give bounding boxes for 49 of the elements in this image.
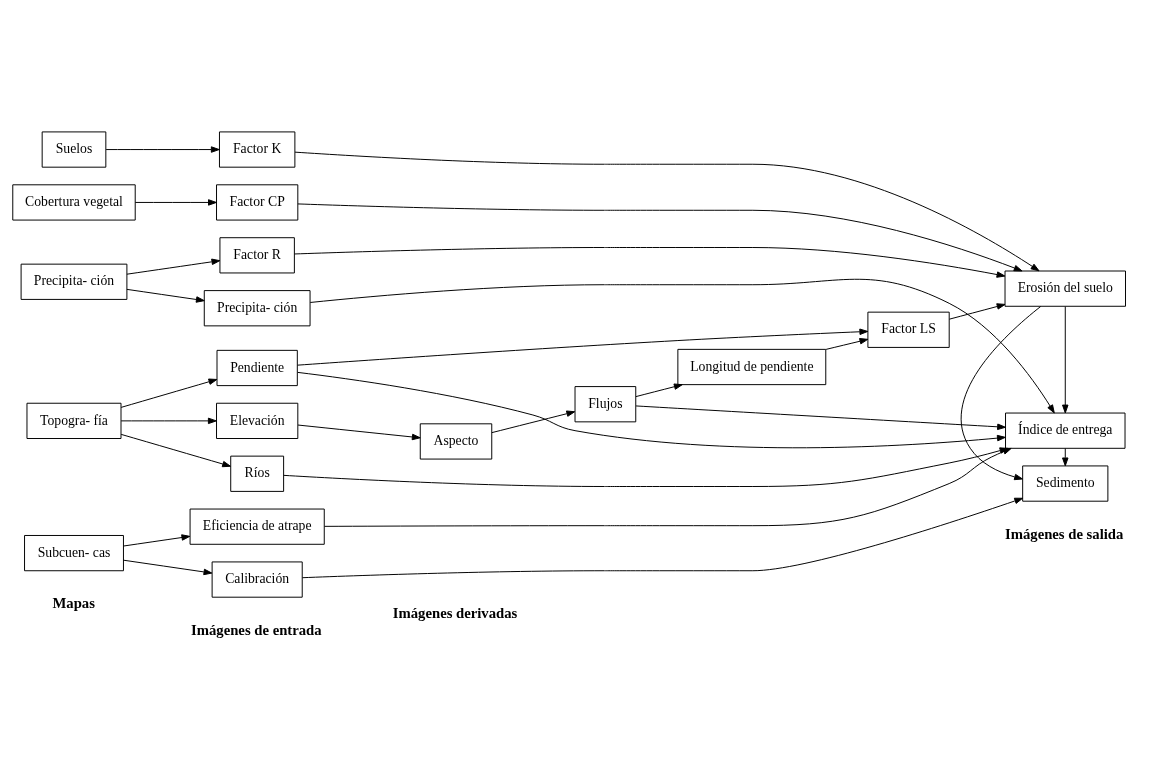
label: Imágenes de entrada xyxy=(191,621,322,638)
arrow xyxy=(297,371,1006,448)
node-box: Topogra- fía xyxy=(26,402,122,439)
node-box: Cobertura vegetal xyxy=(12,183,136,221)
label: Mapas xyxy=(52,594,95,611)
node-box: Erosión del suelo xyxy=(1004,270,1126,307)
node-box: Elevación xyxy=(216,402,299,439)
node-box: Calibración xyxy=(211,560,303,598)
arrow xyxy=(297,328,869,366)
arrow xyxy=(294,246,1006,278)
node-box: Factor K xyxy=(218,130,296,168)
arrow xyxy=(126,288,205,303)
arrow xyxy=(948,302,1006,320)
node-box: Aspecto xyxy=(419,422,493,460)
node-box: Suelos xyxy=(41,130,107,168)
arrow xyxy=(126,258,221,275)
node-box: Eficiencia de atrape xyxy=(189,508,325,545)
label: Imágenes de salida xyxy=(1005,525,1124,542)
node-box: Longitud de pendiente xyxy=(677,348,827,385)
arrow xyxy=(134,198,217,206)
node-box: Precipita- ción xyxy=(20,263,128,300)
arrow xyxy=(120,378,218,408)
arrow xyxy=(960,305,1042,480)
arrow xyxy=(635,383,683,397)
arrow xyxy=(1062,305,1069,413)
node-box: Factor CP xyxy=(216,183,299,221)
arrow xyxy=(294,151,1040,271)
arrow xyxy=(123,559,213,575)
arrow xyxy=(301,497,1024,578)
node-box: Flujos xyxy=(574,385,637,422)
node-box: Índice de entrega xyxy=(1005,412,1126,449)
arrow xyxy=(120,417,217,424)
arrow xyxy=(635,404,1006,430)
node-box: Ríos xyxy=(230,455,285,492)
label: Imágenes derivadas xyxy=(392,604,518,621)
arrow xyxy=(105,145,220,153)
arrow xyxy=(825,337,869,350)
node-box: Precipita- ción xyxy=(203,289,311,326)
node-box: Factor R xyxy=(219,236,295,273)
arrow xyxy=(120,433,231,467)
node-box: Pendiente xyxy=(216,349,298,386)
arrow xyxy=(123,533,191,546)
arrow xyxy=(491,410,576,433)
node-box: Subcuen- cas xyxy=(24,534,124,571)
arrow xyxy=(309,278,1055,413)
arrow xyxy=(297,202,1023,271)
node-box: Sedimento xyxy=(1022,464,1109,502)
arrow xyxy=(297,424,421,440)
node-box: Factor LS xyxy=(867,311,950,348)
